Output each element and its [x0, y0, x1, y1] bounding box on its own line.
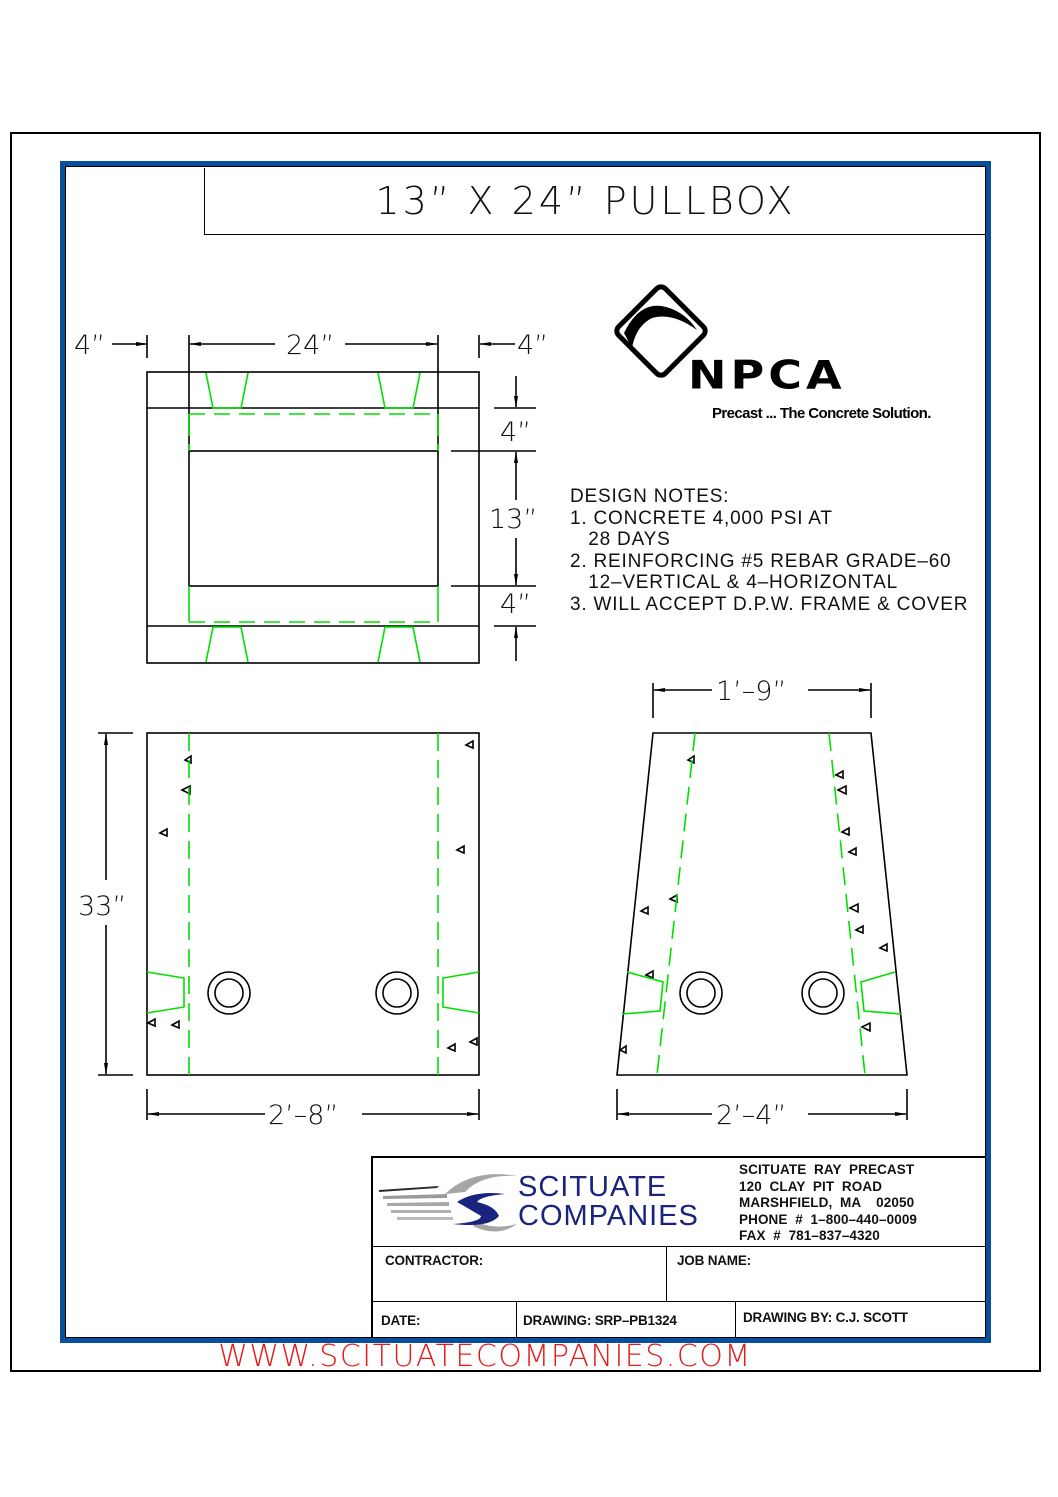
side-view-rebar: [146, 733, 480, 1075]
design-note-line: 3. WILL ACCEPT D.P.W. FRAME & COVER: [570, 593, 969, 615]
side-dim-width: 2’–8”: [268, 1100, 338, 1131]
end-dim-top: 1’–9”: [716, 676, 786, 707]
npca-tagline: Precast ... The Concrete Solution.: [712, 405, 931, 422]
footer-website-link[interactable]: WWW.SCITUATECOMPANIES.COM: [218, 1339, 752, 1374]
end-dim-bottom: 2’–4”: [716, 1100, 786, 1131]
title-block-header: SCITUATE COMPANIES SCITUATE RAY PRECAST …: [373, 1158, 986, 1247]
title-block: SCITUATE COMPANIES SCITUATE RAY PRECAST …: [371, 1156, 986, 1338]
address-line: MARSHFIELD, MA 02050: [739, 1195, 915, 1210]
drawing-title: 13” X 24” PULLBOX: [375, 179, 796, 223]
plan-dim-left: 4”: [74, 330, 105, 361]
npca-wordmark: NPCA: [688, 352, 846, 398]
plan-dim-right: 4”: [517, 330, 548, 361]
address-line: 120 CLAY PIT ROAD: [739, 1178, 883, 1194]
divider: [735, 1302, 736, 1338]
plan-dim-wall-bottom: 4”: [500, 589, 531, 620]
address-line: SCITUATE RAY PRECAST: [739, 1162, 915, 1177]
divider: [516, 1302, 517, 1338]
scituate-swoosh-s-icon: [379, 1174, 517, 1232]
end-view-rebar: [621, 732, 902, 1076]
company-name-line1: SCITUATE: [518, 1171, 668, 1203]
design-note-line: 1. CONCRETE 4,000 PSI AT: [570, 507, 833, 529]
address-line: FAX # 781–837–4320: [739, 1228, 880, 1243]
title-block-drawing-row: DATE: DRAWING: SRP–PB1324 DRAWING BY: C.…: [373, 1302, 986, 1338]
sheet-frame-border: [60, 161, 991, 1343]
end-view: [616, 683, 908, 1120]
title-block-contractor-row: CONTRACTOR: JOB NAME:: [373, 1247, 986, 1302]
design-notes-heading: DESIGN NOTES:: [570, 486, 730, 507]
plan-view: [112, 335, 536, 664]
side-dim-height: 33”: [78, 891, 126, 922]
contractor-label: CONTRACTOR:: [385, 1253, 484, 1268]
plan-dim-opening: 13”: [489, 504, 537, 535]
side-view: [98, 732, 480, 1120]
plan-view-rebar: [188, 372, 439, 663]
date-label: DATE:: [381, 1313, 421, 1328]
job-name-label: JOB NAME:: [677, 1253, 751, 1268]
npca-diamond-logo-icon: [614, 284, 708, 378]
sheet-outer-border: [10, 132, 1041, 1372]
design-note-line: 2. REINFORCING #5 REBAR GRADE–60: [570, 550, 952, 572]
design-note-line: 12–VERTICAL & 4–HORIZONTAL: [570, 572, 899, 593]
drawing-number-label: DRAWING: SRP–PB1324: [523, 1313, 677, 1328]
sheet-inner-border: [65, 166, 986, 1338]
company-address: SCITUATE RAY PRECAST 120 CLAY PIT ROAD M…: [739, 1162, 917, 1245]
drawing-by-label: DRAWING BY: C.J. SCOTT: [743, 1310, 908, 1325]
divider: [666, 1247, 667, 1301]
design-notes: DESIGN NOTES: 1. CONCRETE 4,000 PSI AT 2…: [570, 486, 968, 615]
design-note-line: 28 DAYS: [570, 529, 671, 550]
plan-dim-wall-top: 4”: [500, 417, 531, 448]
company-name-line2: COMPANIES: [518, 1200, 699, 1232]
plan-dim-width: 24”: [286, 330, 334, 361]
address-line: PHONE # 1–800–440–0009: [739, 1211, 918, 1227]
title-box: 13” X 24” PULLBOX: [204, 168, 986, 235]
